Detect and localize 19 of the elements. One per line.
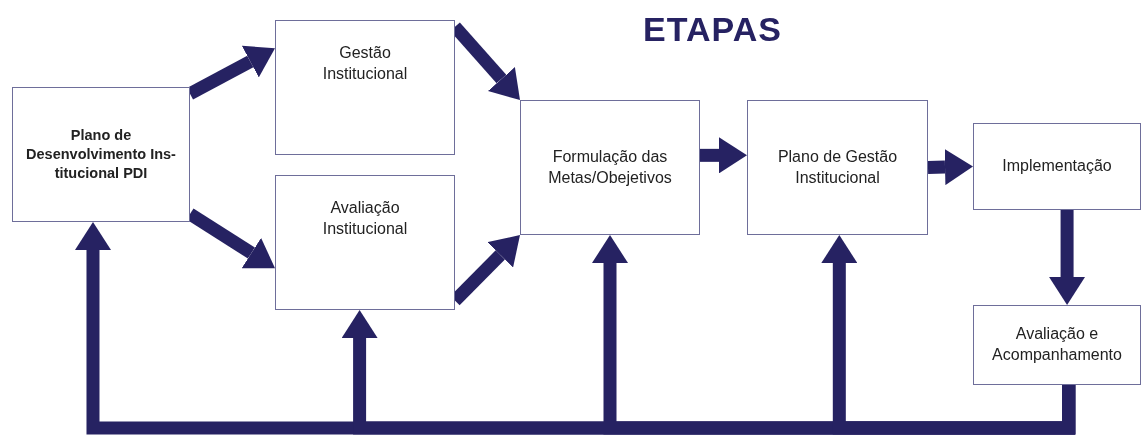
process-box — [12, 87, 190, 222]
title: ETAPAS — [642, 10, 783, 49]
arrow — [700, 137, 747, 174]
process-box — [275, 175, 455, 310]
process-box — [275, 20, 455, 155]
process-box — [520, 100, 700, 235]
arrow — [1049, 210, 1086, 305]
box-label: Formulação das Metas/Obejetivos — [547, 146, 673, 188]
arrow — [927, 149, 973, 186]
process-box — [747, 100, 928, 235]
box-label: Avaliação Institucional — [321, 198, 409, 239]
box-label: Gestão Institucional — [321, 43, 409, 84]
process-box — [973, 123, 1141, 210]
box-label: Avaliação e Acompanhamento — [991, 324, 1123, 365]
box-label: Plano de Desenvolvimento Ins- titucional PDI — [25, 126, 177, 183]
arrow — [821, 235, 1076, 435]
box-label: Implementação — [1002, 156, 1112, 177]
box-label: Plano de Gestão Institucional — [776, 146, 899, 188]
process-box — [973, 305, 1141, 385]
